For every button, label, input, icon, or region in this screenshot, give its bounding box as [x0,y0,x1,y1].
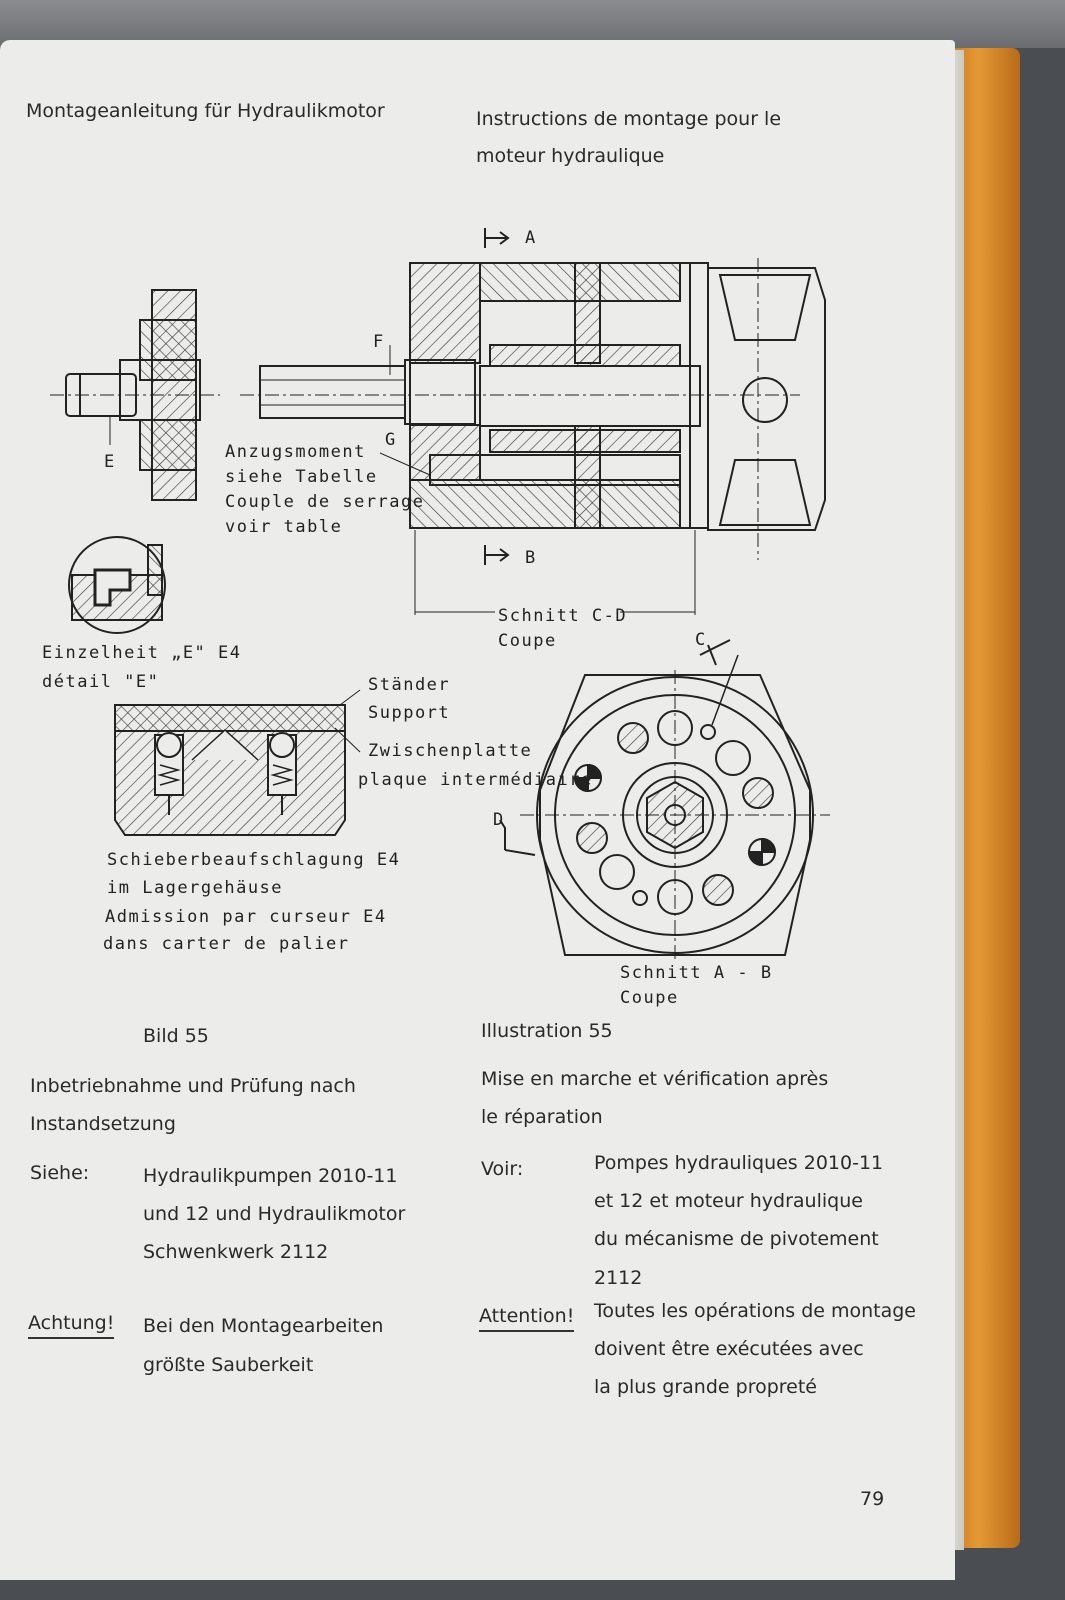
label-section-cd-fr: Coupe [498,631,557,651]
reference-fr-label: Voir: [481,1158,524,1180]
label-slide-fr-1: Admission par curseur E4 [105,907,387,927]
label-section-b: B [525,548,537,568]
warning-de-label: Achtung! [28,1312,115,1339]
commissioning-fr-line2: le réparation [481,1106,603,1128]
reference-de-line2: und 12 und Hydraulikmotor [143,1203,406,1225]
right-header-title-line2: moteur hydraulique [476,145,665,167]
label-marker-g: G [385,430,397,450]
warning-de-line2: größte Sauberkeit [143,1354,314,1376]
reference-fr-line2: et 12 et moteur hydraulique [594,1190,863,1212]
reference-de-line3: Schwenkwerk 2112 [143,1241,329,1263]
slide-valve-drawing [114,689,361,836]
detail-e-drawing [68,536,166,634]
reference-fr-line1: Pompes hydrauliques 2010-11 [594,1152,884,1174]
caption-de: Bild 55 [143,1025,209,1047]
reference-fr-line3: du mécanisme de pivotement [594,1228,879,1250]
label-torque-de-1: Anzugsmoment [225,442,366,462]
label-detail-de: Einzelheit „E" E4 [42,643,242,663]
left-header-title: Montageanleitung für Hydraulikmotor [26,100,385,122]
side-view-small [50,289,220,501]
warning-de-line1: Bei den Montagearbeiten [143,1315,384,1337]
reference-fr-line4: 2112 [594,1267,643,1289]
label-marker-c: C [695,630,707,650]
label-staender: Ständer [368,675,451,695]
warning-fr-line2: doivent être exécutées avec [594,1338,864,1360]
section-ab-drawing [499,639,830,960]
page-number: 79 [860,1488,885,1510]
commissioning-de-line2: Instandsetzung [30,1113,176,1135]
right-header-title-line1: Instructions de montage pour le [476,108,782,130]
label-section-ab: Schnitt A - B [620,963,773,983]
warning-fr-label: Attention! [479,1305,575,1332]
label-slide-de-2: im Lagergehäuse [107,878,284,898]
reference-de-line1: Hydraulikpumpen 2010-11 [143,1165,398,1187]
label-torque-fr-2: voir table [225,517,343,537]
label-slide-fr-2: dans carter de palier [103,934,350,954]
label-marker-d: D [493,810,505,830]
label-torque-fr-1: Couple de serrage [225,492,425,512]
warning-fr-line3: la plus grande propreté [594,1376,817,1398]
label-section-cd: Schnitt C-D [498,606,628,626]
label-plaque: plaque intermédiaire [358,770,593,790]
section-cd-drawing [240,228,826,615]
label-marker-f: F [373,332,385,352]
label-support: Support [368,703,451,723]
commissioning-de-line1: Inbetriebnahme und Prüfung nach [30,1075,356,1097]
label-torque-de-2: siehe Tabelle [225,467,378,487]
warning-fr-line1: Toutes les opérations de montage [594,1300,916,1322]
commissioning-fr-line1: Mise en marche et vérification après [481,1068,829,1090]
label-detail-fr: détail "E" [42,672,160,692]
caption-fr: Illustration 55 [481,1020,613,1042]
reference-de-label: Siehe: [30,1162,90,1184]
label-marker-e: E [104,452,116,472]
label-section-a: A [525,228,537,248]
label-slide-de-1: Schieberbeaufschlagung E4 [107,850,401,870]
label-zwischenplatte: Zwischenplatte [368,741,533,761]
label-section-ab-fr: Coupe [620,988,679,1008]
